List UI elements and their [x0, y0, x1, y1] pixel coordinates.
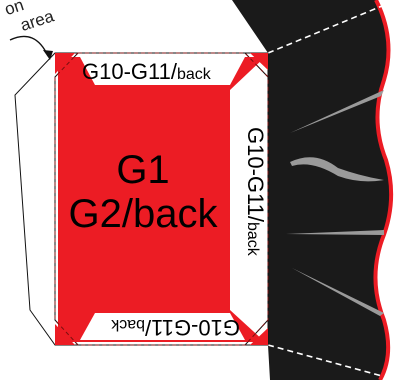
red-wavy-edge — [373, 0, 394, 380]
edge-label-bottom: G10-G11/back — [110, 315, 240, 340]
corner-triangle — [250, 328, 268, 345]
stripe-mark — [290, 157, 384, 182]
edge-label-top: G10-G11/back — [82, 59, 212, 84]
right-band — [240, 100, 267, 300]
corner-triangle — [55, 324, 75, 345]
edge-label-top-main: G10-G11/ — [82, 59, 178, 84]
top-band — [80, 57, 245, 85]
edge-label-bottom-main: G10-G11/ — [144, 315, 240, 340]
edge-label-right-main: G10-G11/ — [243, 127, 268, 223]
stripe-mark — [286, 230, 384, 235]
seam-dash — [54, 52, 269, 346]
bottom-band — [80, 313, 245, 340]
fold-line — [267, 5, 383, 54]
dark-panel — [232, 0, 392, 380]
corner-triangle — [250, 53, 268, 70]
stripe-mark — [292, 268, 384, 316]
center-label: G2/back — [69, 192, 219, 236]
annotation-arrow — [9, 35, 49, 57]
edge-label-top-suffix: back — [177, 66, 212, 83]
corner-triangle — [55, 53, 75, 74]
edge-label-right-suffix: back — [244, 222, 261, 257]
annotation-text: on — [2, 0, 26, 19]
edge-label-right: G10-G11/back — [243, 127, 268, 257]
center-label: G1 — [116, 148, 169, 192]
edge-label-bottom-suffix: back — [110, 316, 145, 333]
arrow-head — [43, 50, 53, 60]
red-panel — [58, 57, 265, 342]
stripe-mark — [290, 90, 384, 133]
